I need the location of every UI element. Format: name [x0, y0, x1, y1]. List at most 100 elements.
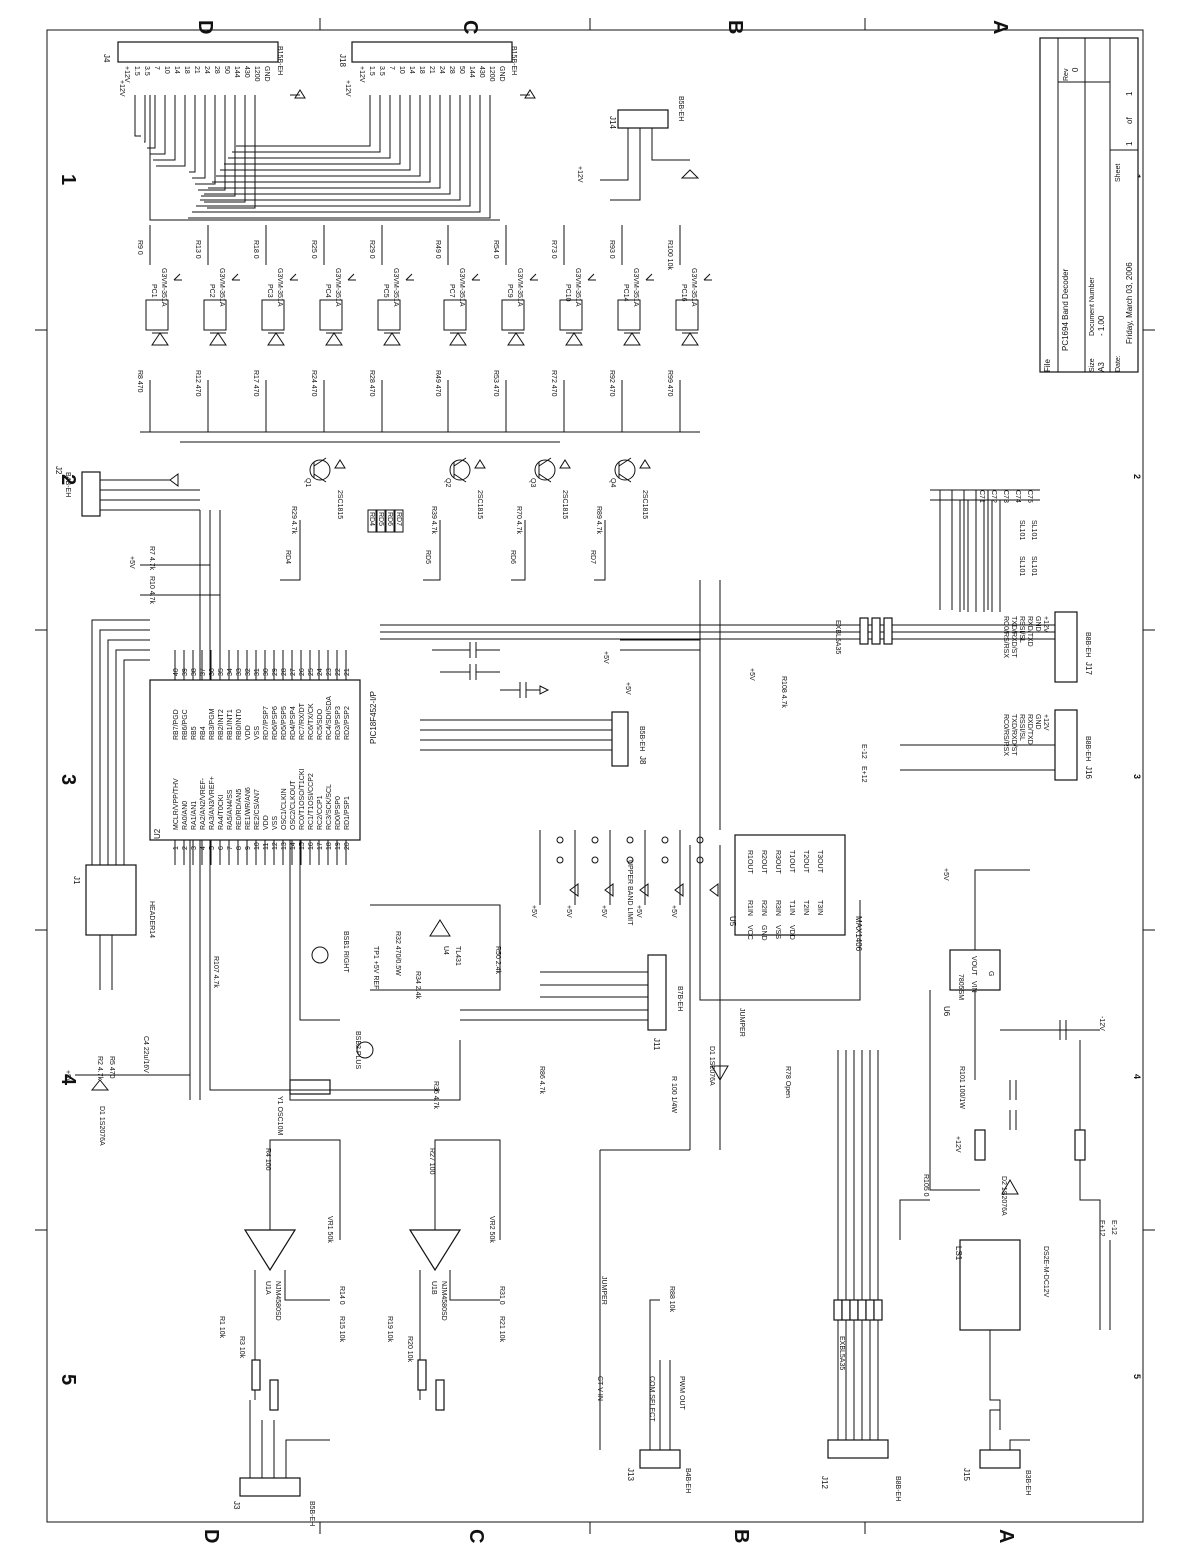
- zone-bottom-a: A: [995, 1529, 1017, 1543]
- net-tag-label: RD5: [377, 512, 384, 526]
- mcu-pin-name: RD5/PSP5: [281, 706, 288, 740]
- j17-pin-name: RSSI/SL: [1018, 616, 1025, 643]
- svg-text:MAX1406: MAX1406: [854, 916, 863, 952]
- transistor-ref: Q1: [304, 478, 311, 487]
- mcu-pin-number: 7: [227, 846, 234, 850]
- mcu-pin-number: 35: [218, 668, 225, 676]
- mcu-pin-number: 39: [182, 668, 189, 676]
- transistor-base-wire: [594, 520, 606, 581]
- j18-pin-net: 18: [418, 66, 425, 74]
- mcu-pin-name: RD1/PSP1: [344, 796, 351, 830]
- transistor-symbol: [453, 457, 467, 483]
- mcu-pin-number: 32: [245, 668, 252, 676]
- transistor-net: RD4: [284, 550, 291, 564]
- transistor-symbol: [618, 457, 632, 483]
- svg-text:J4: J4: [102, 54, 111, 63]
- svg-text:R34 2.4k: R34 2.4k: [414, 971, 421, 1000]
- mcu-pin-name: RB1/INT1: [227, 709, 234, 740]
- svg-text:B3B-EH: B3B-EH: [1024, 1470, 1031, 1495]
- mcu-pin-number: 20: [344, 842, 351, 850]
- sheet-border: [46, 29, 1144, 1523]
- gnd-symbol: [569, 883, 579, 897]
- svg-text:D1 1S2076A: D1 1S2076A: [98, 1106, 105, 1146]
- mcu-pin-number: 19: [335, 842, 342, 850]
- transistor-ref: Q4: [609, 478, 616, 487]
- svg-text:E-12: E-12: [860, 744, 867, 759]
- pc-series-resistor: R93 0: [608, 240, 615, 259]
- mcu-pin-number: 37: [200, 668, 207, 676]
- u5-pin-name: GND: [760, 925, 767, 941]
- mcu-pin-name: RD6/PSP6: [272, 706, 279, 740]
- mcu-pin-name: RB0/INT0: [236, 709, 243, 740]
- led-icon: [383, 332, 401, 346]
- jumper-contact: [591, 856, 599, 864]
- bus-line: [212, 95, 431, 183]
- transistor-body: [309, 459, 331, 481]
- svg-text:J14: J14: [608, 116, 617, 129]
- zone-left-3: 3: [57, 774, 79, 785]
- bus-line: [192, 95, 481, 213]
- mcu-pin-name: RA5/AN4/SS: [227, 789, 234, 830]
- j4-pin-net: 50: [223, 66, 230, 74]
- transistor-base-resistor: R89 4.7k: [595, 506, 602, 535]
- jumper-contact: [626, 856, 634, 864]
- photocoupler-part: G3VM-351A: [160, 268, 167, 307]
- power-input-left: D1 1S2076A R2 4.7k R5 470 C4 22u/16V +5V…: [64, 840, 440, 1146]
- photocoupler-ref: PC14: [622, 284, 629, 302]
- gnd-symbol: [604, 883, 614, 897]
- svg-text:R32 470/0.5W: R32 470/0.5W: [394, 931, 401, 976]
- title-size-value: A3: [1097, 362, 1106, 372]
- supply-label: +12V: [344, 80, 351, 97]
- transistor-part: 2SC1815: [641, 490, 648, 519]
- reference-u4: U4 TL431 TP1 +5V REF R32 470/0.5W R34 2.…: [370, 904, 501, 1000]
- svg-text:BSB2 PLUS: BSB2 PLUS: [354, 1031, 361, 1069]
- mcu-pin-name: RA4/T0CKI: [218, 795, 225, 830]
- svg-text:+5V: +5V: [624, 682, 631, 695]
- led-resistor: R8 470: [136, 370, 143, 393]
- svg-text:B8B-EH: B8B-EH: [1084, 632, 1091, 657]
- photocoupler-part: G3VM-351A: [218, 268, 225, 307]
- connector-j3: J3 B5B-EH: [232, 1400, 330, 1526]
- supply-12v-branch: +12V R101 100/1W: [929, 990, 1017, 1191]
- svg-text:JUMPER: JUMPER: [738, 1008, 745, 1037]
- svg-text:U1B: U1B: [430, 1281, 437, 1295]
- svg-text:D1 1S2076A: D1 1S2076A: [708, 1046, 715, 1086]
- band-bus-wires: +12V+12V: [118, 80, 536, 221]
- bus-line: [156, 95, 186, 167]
- bus-line: [220, 95, 411, 171]
- mcu-pin-number: 18: [326, 842, 333, 850]
- led-icon: [681, 332, 699, 346]
- mcu-pin-number: 33: [236, 668, 243, 676]
- svg-text:B15B-EH: B15B-EH: [276, 46, 283, 75]
- j16-pin-labels: +12VGNDRXD/TXDRSSI/SLTXD/RXD/STRC0/RS/RS…: [1002, 714, 1049, 756]
- svg-text:B4B-EH: B4B-EH: [64, 472, 71, 497]
- photocoupler-body: [261, 299, 285, 331]
- photocoupler-ref: PC1: [150, 284, 157, 298]
- bus-line: [195, 95, 216, 185]
- mcu-pin-name: OSC1/CLKIN: [281, 788, 288, 830]
- j17-pin-labels: +12VGNDRXD/TXDRSSI/SLTXD/RXD/STRC0/RS/RS…: [959, 500, 1049, 658]
- zone-right-5: 5: [1132, 1374, 1142, 1379]
- svg-text:B5B-EH: B5B-EH: [677, 96, 684, 121]
- mcu-pin-number: 16: [308, 842, 315, 850]
- svg-text:R50 2.4k: R50 2.4k: [494, 946, 501, 975]
- svg-text:-12V: -12V: [1098, 1016, 1105, 1031]
- bus-line: [134, 95, 141, 137]
- transistor-base-resistor: R39 4.7k: [430, 506, 437, 535]
- svg-text:+5V: +5V: [602, 651, 609, 664]
- j16-pin-name: +12V: [1042, 714, 1049, 731]
- svg-text:R36 4.7k: R36 4.7k: [432, 1081, 439, 1110]
- svg-text:J12: J12: [820, 1476, 829, 1489]
- mcu-pin-number: 23: [326, 668, 333, 676]
- mcu-pin-name: RB6/PGC: [182, 709, 189, 740]
- transistor-ref: Q3: [529, 478, 536, 487]
- svg-text:R 100 1/4W: R 100 1/4W: [670, 1076, 677, 1113]
- mcu-pin-number: 26: [299, 668, 306, 676]
- pc-output: [703, 273, 712, 281]
- j18-pin-net: 1.5: [368, 66, 375, 76]
- title-block: File PC1694 Band Decoder Size A3 Documen…: [1039, 37, 1139, 373]
- svg-text:J16: J16: [1084, 766, 1093, 779]
- transistor-base-resistor: R70 4.7k: [515, 506, 522, 535]
- u5-pin-name: R3IN: [774, 900, 781, 916]
